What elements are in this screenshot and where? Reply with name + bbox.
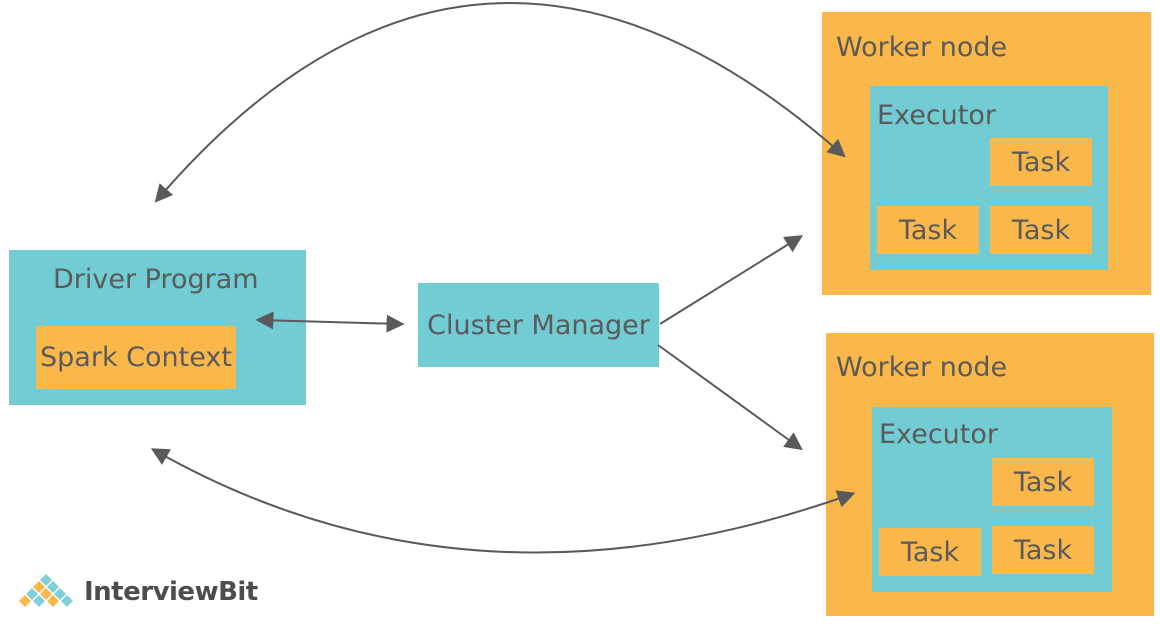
- task-label: Task: [898, 214, 958, 246]
- cluster-manager-box: Cluster Manager: [418, 283, 659, 367]
- task-box: Task: [877, 206, 979, 254]
- arrow-driver-cluster: [255, 311, 405, 333]
- arrow-driver-worker1: [154, 2, 846, 203]
- worker-node-2-title: Worker node: [836, 352, 1008, 383]
- interviewbit-logo: InterviewBit: [14, 572, 258, 612]
- executor-2-box: Executor Task Task Task: [872, 407, 1112, 592]
- task-box: Task: [992, 526, 1094, 574]
- task-label: Task: [1013, 466, 1073, 498]
- interviewbit-logo-icon: [19, 574, 73, 607]
- driver-program-title: Driver Program: [53, 264, 259, 295]
- task-label: Task: [1013, 534, 1073, 566]
- executor-1-title: Executor: [877, 100, 996, 131]
- worker-node-1: Worker node Executor Task Task Task: [822, 12, 1151, 295]
- task-box: Task: [990, 206, 1092, 254]
- interviewbit-logo-text: InterviewBit: [84, 577, 258, 607]
- cluster-manager-label: Cluster Manager: [427, 309, 650, 341]
- spark-context-box: Spark Context: [36, 326, 236, 389]
- task-box: Task: [990, 138, 1092, 186]
- worker-node-2: Worker node Executor Task Task Task: [826, 333, 1154, 616]
- arrow-cluster-worker2: [657, 344, 803, 451]
- task-label: Task: [900, 536, 960, 568]
- arrow-cluster-worker1: [659, 235, 804, 325]
- executor-1-box: Executor Task Task Task: [870, 86, 1108, 270]
- arrow-driver-worker2: [150, 448, 856, 554]
- worker-node-1-title: Worker node: [836, 32, 1008, 63]
- spark-context-label: Spark Context: [40, 342, 232, 373]
- task-label: Task: [1011, 146, 1071, 178]
- executor-2-title: Executor: [879, 419, 998, 450]
- task-label: Task: [1011, 214, 1071, 246]
- task-box: Task: [879, 528, 981, 576]
- task-box: Task: [992, 458, 1094, 506]
